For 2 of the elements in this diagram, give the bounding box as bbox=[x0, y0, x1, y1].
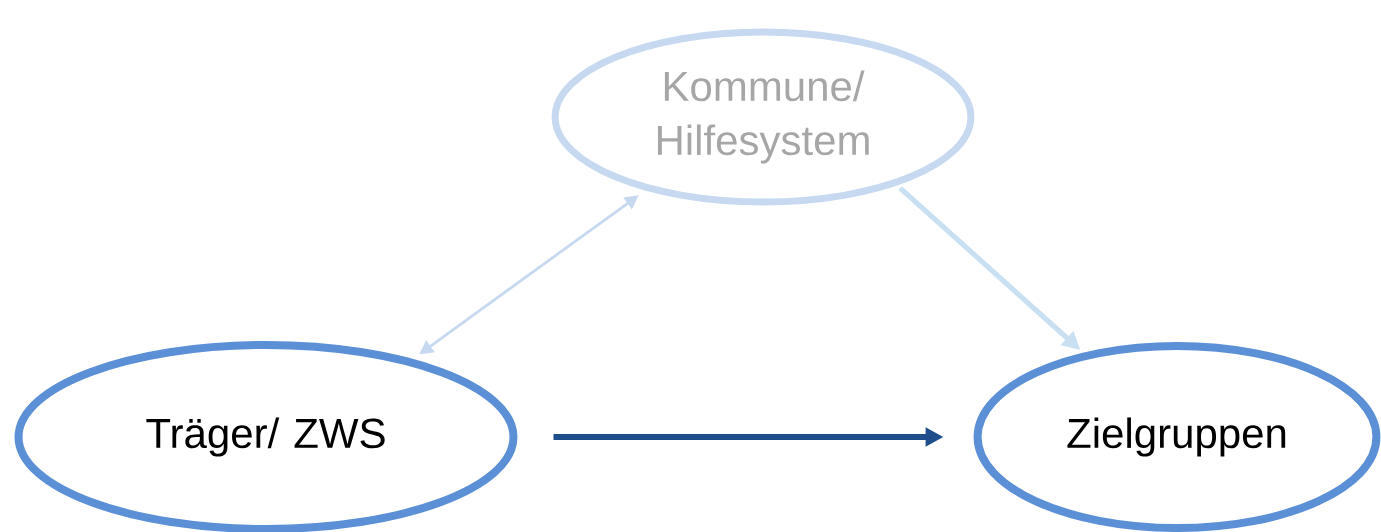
ellipse-node: Kommune/ Hilfesystem bbox=[551, 28, 975, 206]
ellipse-node: Zielgruppen bbox=[973, 342, 1381, 532]
